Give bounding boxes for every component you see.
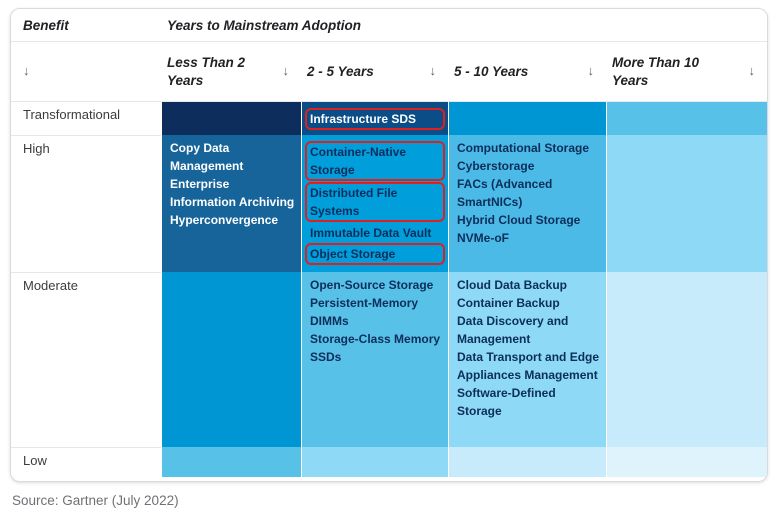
benefit-sort-cell: ↓ [11, 42, 161, 101]
benefit-label: High [11, 135, 161, 272]
cell-transformational-col3 [449, 102, 606, 135]
matrix-row-transformational: Transformational Infrastructure SDS [11, 102, 767, 135]
column-header-label: Less Than 2 Years [167, 54, 246, 88]
priority-matrix-card: Benefit Years to Mainstream Adoption ↓ L… [10, 8, 768, 482]
tech-item: Cloud Data Backup [457, 278, 568, 292]
benefit-axis-label: Benefit [23, 17, 69, 33]
column-header-4: More Than 10 Years ↓ [607, 42, 767, 101]
tech-item: Immutable Data Vault [310, 225, 432, 240]
column-header-2: 2 - 5 Years ↓ [302, 42, 448, 101]
sort-down-icon: ↓ [429, 63, 437, 79]
tech-item: Open-Source Storage [310, 278, 434, 292]
tech-item: Container Backup [457, 296, 560, 310]
card-bottom-padding [11, 477, 767, 481]
tech-item-highlighted: Infrastructure SDS [305, 107, 445, 130]
tech-item: Hyperconvergence [170, 213, 279, 227]
tech-item: Computational Storage [457, 141, 590, 155]
adoption-axis-label: Years to Mainstream Adoption [167, 17, 362, 33]
column-header-label: More Than 10 Years [612, 54, 700, 88]
cell-low-col1 [162, 447, 301, 477]
benefit-label: Transformational [11, 102, 161, 135]
tech-item: Data Discovery and Management [457, 314, 569, 346]
tech-item: FACs (Advanced SmartNICs) [457, 177, 553, 209]
tech-item: Software-Defined Storage [457, 386, 556, 418]
benefit-axis-header: Benefit [11, 9, 161, 41]
column-header-1: Less Than 2 Years ↓ [162, 42, 301, 101]
cell-low-col3 [449, 447, 606, 477]
tech-item-highlighted: Object Storage [305, 243, 445, 265]
sort-down-icon: ↓ [282, 63, 290, 79]
sort-down-icon: ↓ [23, 63, 30, 79]
cell-moderate-col1 [162, 272, 301, 447]
cell-low-col4 [607, 447, 767, 477]
column-header-label: 2 - 5 Years [307, 63, 374, 79]
sort-down-icon: ↓ [748, 63, 756, 79]
column-header-3: 5 - 10 Years ↓ [449, 42, 606, 101]
cell-transformational-col1 [162, 102, 301, 135]
source-note: Source: Gartner (July 2022) [12, 493, 179, 508]
tech-item: NVMe-oF [457, 231, 509, 245]
tech-item-highlighted: Container-Native Storage [305, 140, 445, 181]
cell-low-col2 [302, 447, 448, 477]
cell-transformational-col4 [607, 102, 767, 135]
cell-high-col4 [607, 135, 767, 272]
matrix-header-row-2: ↓ Less Than 2 Years↓2 - 5 Years↓5 - 10 Y… [11, 42, 767, 102]
tech-item: Enterprise Information Archiving [170, 177, 295, 209]
benefit-label: Low [11, 447, 161, 477]
tech-item: Data Transport and Edge Appliances Manag… [457, 350, 600, 382]
tech-item: Hybrid Cloud Storage [457, 213, 581, 227]
tech-item: Storage-Class Memory SSDs [310, 332, 441, 364]
tech-item-highlighted: Distributed File Systems [305, 182, 445, 222]
cell-transformational-col2: Infrastructure SDS [302, 102, 448, 135]
cell-moderate-col4 [607, 272, 767, 447]
benefit-label: Moderate [11, 272, 161, 447]
adoption-axis-header: Years to Mainstream Adoption [162, 9, 767, 41]
sort-down-icon: ↓ [587, 63, 595, 79]
matrix-header-row-1: Benefit Years to Mainstream Adoption [11, 9, 767, 42]
tech-item: Cyberstorage [457, 159, 535, 173]
tech-item: Copy Data Management [170, 141, 244, 173]
matrix-row-low: Low [11, 447, 767, 477]
column-header-label: 5 - 10 Years [454, 63, 529, 79]
tech-item: Persistent-Memory DIMMs [310, 296, 419, 328]
